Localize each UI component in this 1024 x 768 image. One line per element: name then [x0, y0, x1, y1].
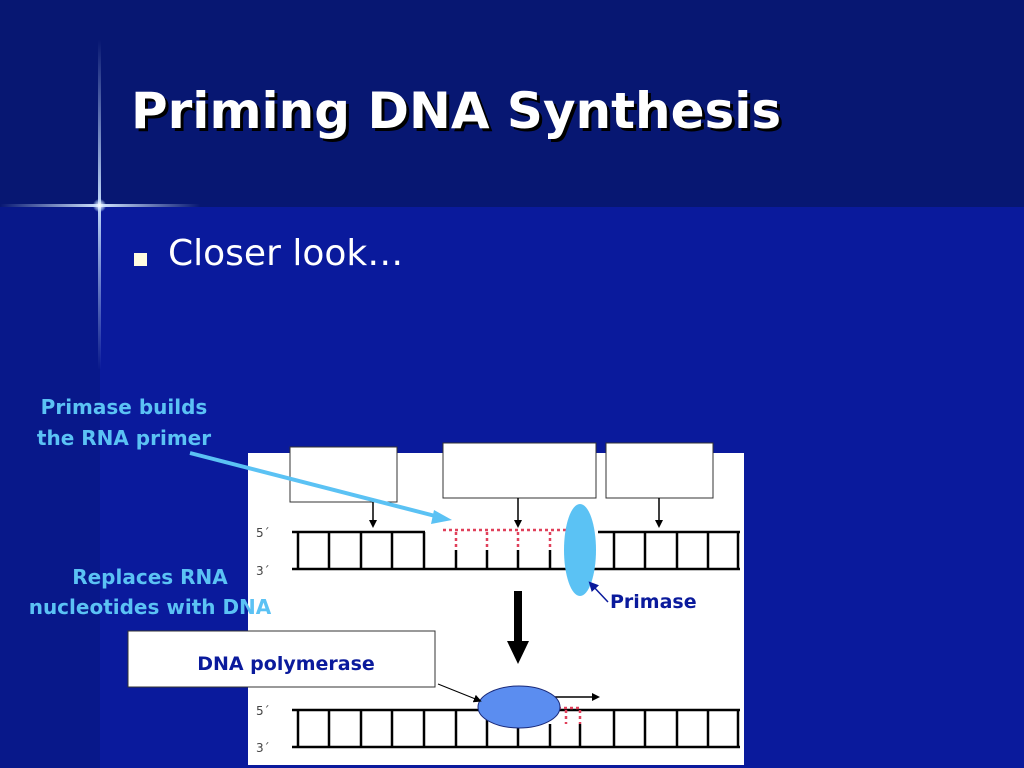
primase-pointer — [588, 581, 609, 603]
rna-primer-bottom — [558, 706, 582, 724]
left-band — [0, 207, 100, 768]
primase-builds-line2: the RNA primer — [36, 426, 212, 450]
slide-title: Priming DNA Synthesis — [131, 82, 782, 140]
dna-polymerase-label: DNA polymerase — [197, 653, 375, 675]
bottom-strand-5-label: 5´ — [256, 704, 270, 718]
light-flare-center — [93, 199, 106, 212]
title-band — [0, 0, 1024, 207]
rna-primer-top — [443, 528, 572, 550]
top-label-box-3 — [605, 442, 714, 499]
replaces-annotation: Replaces RNA nucleotides with DNA — [0, 562, 300, 622]
primase-label: Primase — [610, 591, 697, 613]
primase-builds-line1: Primase builds — [40, 395, 208, 419]
bullet-square-icon — [134, 253, 147, 266]
bullet-text: Closer look… — [168, 233, 404, 274]
bottom-strand-3-label: 3´ — [256, 741, 270, 755]
primase-oval — [564, 504, 596, 596]
top-label-box-2 — [442, 442, 597, 499]
replaces-line1: Replaces RNA — [72, 565, 228, 589]
primer-pointer-head — [431, 510, 452, 524]
down-arrow — [507, 591, 529, 664]
dna-polymerase-box — [127, 630, 436, 688]
primase-builds-annotation: Primase builds the RNA primer — [0, 392, 248, 454]
primer-pointer — [189, 451, 444, 520]
polymerase-pointer — [437, 683, 482, 703]
top-strand-5-label: 5´ — [256, 526, 270, 540]
replaces-line2: nucleotides with DNA — [28, 595, 272, 619]
top-dna-ladder — [292, 530, 740, 571]
dna-polymerase-oval — [477, 685, 561, 729]
top-strand-3-label: 3´ — [256, 564, 270, 578]
